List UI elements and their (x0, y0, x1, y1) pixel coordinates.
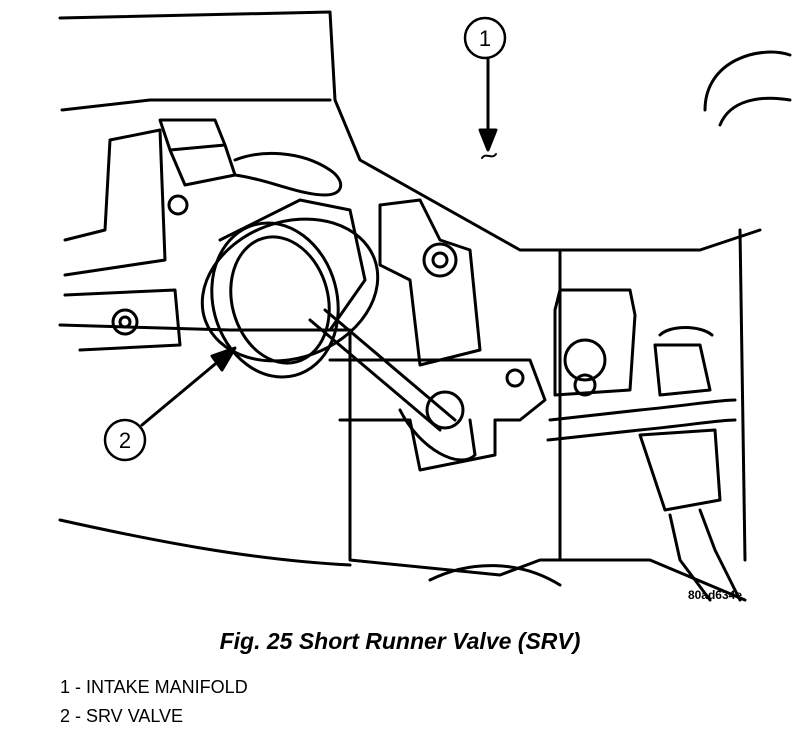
callout-2-leader (140, 358, 222, 427)
fitting (653, 326, 714, 397)
linkage-arm (398, 408, 477, 462)
callout-1-arrowhead (478, 128, 498, 152)
left-bracket (63, 128, 182, 352)
center-bolt-inner (431, 251, 449, 269)
callout-1-number: 1 (479, 26, 491, 51)
lower-plate (328, 358, 547, 472)
legend-item-intake-manifold: 1 - INTAKE MANIFOLD (60, 677, 248, 697)
rod-pivot (425, 390, 465, 430)
srv-valve-housing (218, 198, 367, 332)
callout-1-circle (463, 16, 507, 60)
connector-right (638, 428, 722, 512)
harness-right (668, 508, 742, 602)
legend-item-srv-valve: 2 - SRV VALVE (60, 706, 184, 726)
figure-code: 80ad634e (687, 588, 742, 602)
sensor-nut (563, 338, 607, 382)
sensor-body (553, 288, 637, 397)
sensor-nut-inner (573, 373, 597, 397)
vacuum-hose (546, 398, 737, 442)
electrical-connector (158, 118, 237, 187)
actuator-rod (308, 308, 457, 432)
manifold-outline-left (60, 98, 332, 112)
manifold-base-curve (58, 518, 562, 587)
callout-2-number: 2 (119, 428, 131, 453)
center-bolt (422, 242, 458, 278)
srv-valve-rim (210, 221, 340, 379)
port-opening (703, 50, 792, 127)
callout-1-tick (481, 153, 497, 159)
connector-bolt (167, 194, 189, 216)
figure-caption: Fig. 25 Short Runner Valve (SRV) (219, 628, 581, 654)
manifold-outline-top (58, 10, 762, 252)
srv-valve-rim-inner (229, 235, 331, 365)
callout-2-arrowhead (210, 346, 237, 372)
engine-illustration: 1 2 (58, 10, 792, 602)
center-bracket (378, 198, 482, 367)
plate-screw (505, 368, 525, 388)
manifold-right-rib (558, 228, 747, 562)
callout-2-circle (103, 418, 147, 462)
manifold-lower-edge (58, 323, 747, 602)
bolt-left-inner (118, 315, 132, 329)
bolt-left (111, 308, 139, 336)
connector-wires (233, 152, 343, 197)
